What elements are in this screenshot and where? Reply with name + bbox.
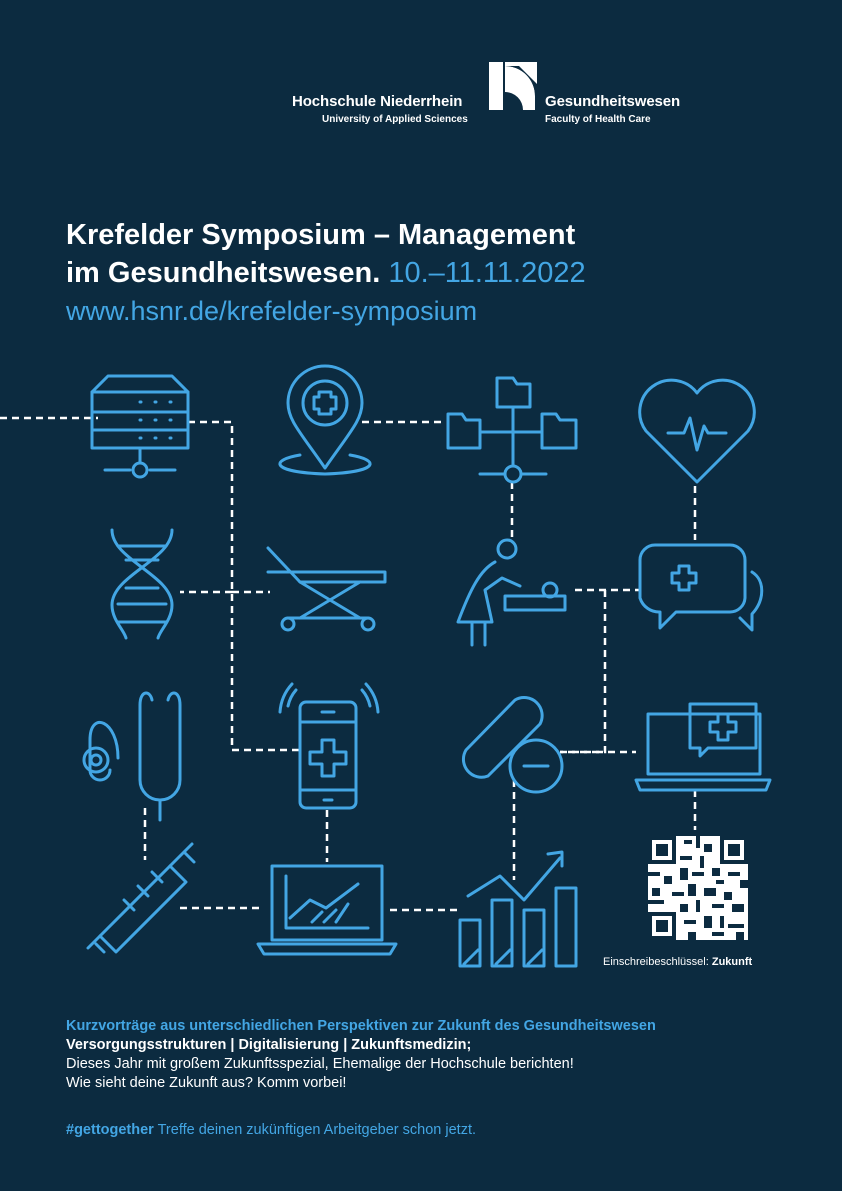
title-line-2: im Gesundheitswesen. <box>66 257 381 289</box>
medical-phone-icon <box>278 682 380 810</box>
hashtag: #gettogether <box>66 1122 154 1138</box>
icon-network <box>0 364 772 968</box>
stethoscope-icon <box>82 691 182 822</box>
university-logo-icon <box>489 62 537 110</box>
qr-code-icon[interactable] <box>648 836 748 940</box>
description-headline: Kurzvorträge aus unterschiedlichen Persp… <box>66 1018 656 1034</box>
university-logo-text: Hochschule Niederrhein University of App… <box>292 93 468 125</box>
server-icon <box>90 374 190 479</box>
stretcher-icon <box>266 546 387 632</box>
faculty-logo-text: Gesundheitswesen Faculty of Health Care <box>545 93 680 125</box>
hashtag-line: #gettogether Treffe deinen zukünftigen A… <box>66 1122 476 1138</box>
qr-caption-prefix: Einschreibeschlüssel: <box>603 956 709 968</box>
event-url[interactable]: www.hsnr.de/krefelder-symposium <box>66 296 478 326</box>
title-line-1: Krefelder Symposium – Management <box>66 219 576 251</box>
caregiver-icon <box>456 538 567 647</box>
medical-chat-icon <box>638 543 764 632</box>
bar-chart-icon <box>458 850 578 968</box>
folder-tree-icon <box>446 376 578 484</box>
page-title: Krefelder Symposium – Management im Gesu… <box>66 216 586 292</box>
description-line-2: Wie sieht deine Zukunft aus? Komm vorbei… <box>66 1075 347 1091</box>
description-line-1: Dieses Jahr mit großem Zukunftsspezial, … <box>66 1056 574 1072</box>
university-subtitle: University of Applied Sciences <box>322 114 468 125</box>
heart-pulse-icon <box>638 378 756 484</box>
dna-icon <box>110 528 174 640</box>
qr-caption: Einschreibeschlüssel: Zukunft <box>603 956 752 968</box>
laptop-chart-icon <box>256 864 398 956</box>
description-block: Kurzvorträge aus unterschiedlichen Persp… <box>66 1017 656 1093</box>
laptop-medical-icon <box>634 702 772 792</box>
pill-icon <box>461 696 564 794</box>
location-pin-icon <box>278 364 372 476</box>
university-name: Hochschule Niederrhein <box>292 93 463 110</box>
event-date: 10.–11.11.2022 <box>388 257 586 289</box>
hashtag-text: Treffe deinen zukünftigen Arbeitgeber sc… <box>157 1122 477 1138</box>
qr-caption-key: Zukunft <box>711 956 753 968</box>
faculty-name: Gesundheitswesen <box>545 93 681 110</box>
description-topics: Versorgungsstrukturen | Digitalisierung … <box>66 1037 472 1053</box>
faculty-subtitle: Faculty of Health Care <box>545 114 651 125</box>
syringe-icon <box>86 842 196 954</box>
